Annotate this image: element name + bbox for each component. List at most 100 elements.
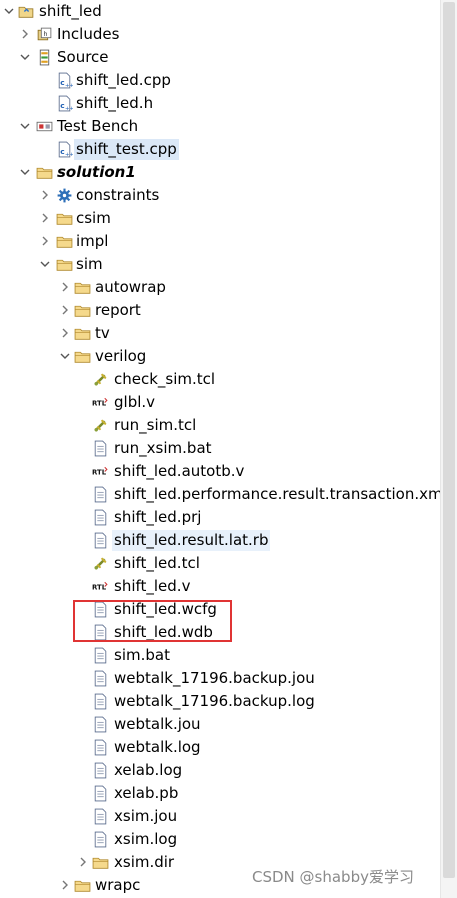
tree-item-shift-led-result-lat-rb[interactable]: shift_led.result.lat.rb: [0, 529, 440, 552]
tree-item-solution1[interactable]: solution1: [0, 161, 440, 184]
tree-item-label: shift_test.cpp: [74, 139, 179, 160]
cfile-icon: c++: [56, 72, 74, 89]
tree-item-label: webtalk.jou: [114, 715, 201, 733]
tree-item-shift-led-performance-result-transaction-xml[interactable]: shift_led.performance.result.transaction…: [0, 483, 440, 506]
tree-item-shift-led[interactable]: shift_led: [0, 0, 440, 23]
tree-item-label: Includes: [57, 25, 120, 43]
vertical-scrollbar[interactable]: [440, 0, 457, 898]
tree-item-impl[interactable]: impl: [0, 230, 440, 253]
tree-item-webtalk-17196-backup-jou[interactable]: webtalk_17196.backup.jou: [0, 667, 440, 690]
file-icon: [92, 762, 109, 779]
chevron-down-icon[interactable]: [2, 4, 16, 18]
svg-text:RTL: RTL: [92, 400, 107, 408]
chevron-right-icon[interactable]: [58, 280, 72, 294]
tree-item-label: shift_led.v: [114, 577, 191, 595]
tree-item-webtalk-log[interactable]: webtalk.log: [0, 736, 440, 759]
chevron-down-icon[interactable]: [18, 165, 32, 179]
tree-item-xsim-dir[interactable]: xsim.dir: [0, 851, 440, 874]
tree-item-label: webtalk_17196.backup.log: [114, 692, 315, 710]
folder-icon: [74, 877, 91, 894]
tree-item-autowrap[interactable]: autowrap: [0, 276, 440, 299]
cfile-icon: c++: [56, 141, 74, 158]
tree-item-label: wrapc: [95, 876, 141, 894]
tree-item-shift-led-prj[interactable]: shift_led.prj: [0, 506, 440, 529]
chevron-down-icon[interactable]: [18, 119, 32, 133]
folder-icon: [74, 302, 91, 319]
tree-item-webtalk-17196-backup-log[interactable]: webtalk_17196.backup.log: [0, 690, 440, 713]
tree-item-label: impl: [76, 232, 109, 250]
tree-item-run-sim-tcl[interactable]: run_sim.tcl: [0, 414, 440, 437]
tree-item-webtalk-jou[interactable]: webtalk.jou: [0, 713, 440, 736]
tree-item-csim[interactable]: csim: [0, 207, 440, 230]
file-icon: [92, 785, 109, 802]
tree-item-xelab-log[interactable]: xelab.log: [0, 759, 440, 782]
tree-item-label: shift_led.prj: [114, 508, 202, 526]
tree-item-sim-bat[interactable]: sim.bat: [0, 644, 440, 667]
chevron-right-icon[interactable]: [38, 211, 52, 225]
tree-item-shift-test-cpp[interactable]: c++shift_test.cpp: [0, 138, 440, 161]
svg-text:RTL: RTL: [92, 584, 107, 592]
tree-item-report[interactable]: report: [0, 299, 440, 322]
tree-item-shift-led-v[interactable]: RTL shift_led.v: [0, 575, 440, 598]
tree-item-label: verilog: [95, 347, 147, 365]
chevron-right-icon[interactable]: [76, 855, 90, 869]
file-icon: [92, 601, 109, 618]
source-icon: [36, 49, 53, 66]
file-icon: [92, 624, 109, 641]
tree-item-source[interactable]: Source: [0, 46, 440, 69]
chevron-right-icon[interactable]: [58, 878, 72, 892]
tree-item-label: csim: [76, 209, 111, 227]
chevron-down-icon[interactable]: [18, 50, 32, 64]
tree-item-shift-led-h[interactable]: c++shift_led.h: [0, 92, 440, 115]
file-icon: [92, 486, 109, 503]
chevron-right-icon[interactable]: [38, 188, 52, 202]
chevron-down-icon[interactable]: [38, 257, 52, 271]
folder-icon: [36, 164, 53, 181]
tree-item-label: webtalk_17196.backup.jou: [114, 669, 315, 687]
tree-item-xelab-pb[interactable]: xelab.pb: [0, 782, 440, 805]
tree-item-tv[interactable]: tv: [0, 322, 440, 345]
svg-text:c: c: [60, 78, 64, 87]
file-icon: [92, 716, 109, 733]
tree-item-shift-led-wdb[interactable]: shift_led.wdb: [0, 621, 440, 644]
tree-item-shift-led-wcfg[interactable]: shift_led.wcfg: [0, 598, 440, 621]
tree-item-label: shift_led.result.lat.rb: [112, 530, 271, 551]
file-icon: [92, 440, 109, 457]
rtl-icon: RTL: [92, 394, 109, 411]
tree-item-check-sim-tcl[interactable]: check_sim.tcl: [0, 368, 440, 391]
file-icon: [92, 831, 109, 848]
tree-item-label: shift_led.wcfg: [114, 600, 217, 618]
includes-icon: h: [36, 26, 53, 43]
svg-text:++: ++: [65, 83, 73, 89]
tree-item-shift-led-tcl[interactable]: shift_led.tcl: [0, 552, 440, 575]
scrollbar-thumb[interactable]: [443, 2, 455, 878]
tree-item-xsim-jou[interactable]: xsim.jou: [0, 805, 440, 828]
chevron-right-icon[interactable]: [18, 27, 32, 41]
rtl-icon: RTL: [92, 578, 109, 595]
file-icon: [92, 647, 109, 664]
gear-icon: [56, 187, 73, 204]
tree-item-label: check_sim.tcl: [114, 370, 216, 388]
tree-item-test-bench[interactable]: Test Bench: [0, 115, 440, 138]
tree-item-label: xsim.jou: [114, 807, 178, 825]
tree-item-label: Test Bench: [57, 117, 139, 135]
chevron-down-icon[interactable]: [58, 349, 72, 363]
tree-item-shift-led-cpp[interactable]: c++shift_led.cpp: [0, 69, 440, 92]
tree-item-sim[interactable]: sim: [0, 253, 440, 276]
tree-item-wrapc[interactable]: wrapc: [0, 874, 440, 897]
tree-item-label: xsim.dir: [114, 853, 175, 871]
chevron-right-icon[interactable]: [58, 326, 72, 340]
tree-item-run-xsim-bat[interactable]: run_xsim.bat: [0, 437, 440, 460]
chevron-right-icon[interactable]: [38, 234, 52, 248]
tree-item-verilog[interactable]: verilog: [0, 345, 440, 368]
chevron-right-icon[interactable]: [58, 303, 72, 317]
tree-item-label: xsim.log: [114, 830, 178, 848]
tree-item-label: sim: [76, 255, 103, 273]
tree-item-label: autowrap: [95, 278, 166, 296]
file-icon: [92, 532, 109, 549]
tree-item-xsim-log[interactable]: xsim.log: [0, 828, 440, 851]
tree-item-constraints[interactable]: constraints: [0, 184, 440, 207]
